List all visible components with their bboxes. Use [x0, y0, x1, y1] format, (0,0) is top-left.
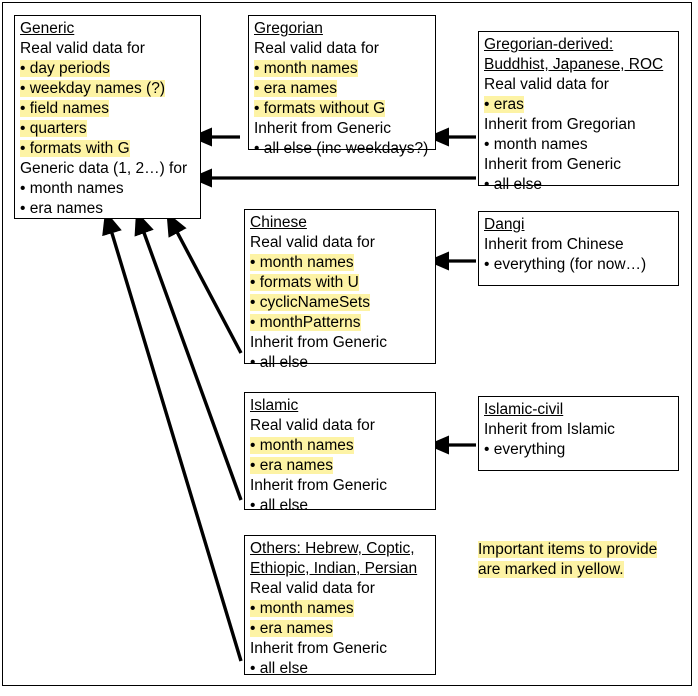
- box-islamic-civil[interactable]: Islamic-civil Inherit from Islamic • eve…: [478, 396, 679, 471]
- box-others[interactable]: Others: Hebrew, Coptic, Ethiopic, Indian…: [244, 535, 436, 677]
- legend-line-1: Important items to provide: [478, 541, 658, 558]
- box-generic-line-0: Real valid data for: [20, 40, 145, 57]
- box-islamic-civil-title: Islamic-civil: [484, 401, 564, 418]
- box-gregorian-title: Gregorian: [254, 20, 323, 37]
- box-islamic-line-4: • all else: [250, 497, 308, 514]
- box-gregorian-derived-title2: Buddhist, Japanese, ROC: [484, 56, 664, 73]
- box-gregorian-derived-line-0: Real valid data for: [484, 76, 609, 93]
- box-islamic-civil-line-0: Inherit from Islamic: [484, 421, 615, 438]
- box-dangi-title: Dangi: [484, 216, 525, 233]
- outer-frame: [2, 2, 692, 686]
- legend-note: Important items to provide are marked in…: [478, 540, 658, 580]
- box-islamic-line-2: • era names: [250, 457, 333, 474]
- box-gregorian-line-4: Inherit from Generic: [254, 120, 391, 137]
- box-generic-line-3: • field names: [20, 100, 109, 117]
- box-gregorian-line-2: • era names: [254, 80, 337, 97]
- box-others-line-1: • month names: [250, 600, 354, 617]
- box-gregorian-line-5: • all else (inc weekdays?): [254, 140, 429, 157]
- box-generic-line-8: • era names: [20, 200, 103, 217]
- box-gregorian-derived-line-5: • all else: [484, 176, 542, 193]
- box-chinese-line-0: Real valid data for: [250, 234, 375, 251]
- box-generic-line-2: • weekday names (?): [20, 80, 165, 97]
- box-gregorian-line-3: • formats without G: [254, 100, 386, 117]
- box-islamic-line-1: • month names: [250, 437, 354, 454]
- box-dangi[interactable]: Dangi Inherit from Chinese • everything …: [478, 211, 679, 286]
- box-dangi-line-0: Inherit from Chinese: [484, 236, 624, 253]
- box-chinese-line-6: • all else: [250, 354, 308, 371]
- box-others-line-2: • era names: [250, 620, 333, 637]
- box-others-line-4: • all else: [250, 660, 308, 677]
- box-generic-line-7: • month names: [20, 180, 124, 197]
- box-islamic-title: Islamic: [250, 397, 299, 414]
- box-gregorian-derived-line-3: • month names: [484, 136, 588, 153]
- box-gregorian-derived[interactable]: Gregorian-derived: Buddhist, Japanese, R…: [478, 31, 679, 193]
- box-others-line-3: Inherit from Generic: [250, 640, 387, 657]
- box-chinese-line-2: • formats with U: [250, 274, 359, 291]
- box-generic[interactable]: Generic Real valid data for • day period…: [14, 15, 201, 219]
- legend-line-2: are marked in yellow.: [478, 561, 624, 578]
- box-generic-line-1: • day periods: [20, 60, 110, 77]
- box-generic-title: Generic: [20, 20, 75, 37]
- box-gregorian-derived-line-4: Inherit from Generic: [484, 156, 621, 173]
- box-chinese-line-5: Inherit from Generic: [250, 334, 387, 351]
- box-gregorian-line-1: • month names: [254, 60, 358, 77]
- box-generic-line-5: • formats with G: [20, 140, 130, 157]
- box-gregorian-derived-line-2: Inherit from Gregorian: [484, 116, 636, 133]
- box-chinese-line-4: • monthPatterns: [250, 314, 361, 331]
- box-generic-line-6: Generic data (1, 2…) for: [20, 160, 188, 177]
- box-chinese[interactable]: Chinese Real valid data for • month name…: [244, 209, 436, 371]
- box-gregorian[interactable]: Gregorian Real valid data for • month na…: [248, 15, 436, 157]
- box-dangi-line-1: • everything (for now…): [484, 256, 647, 273]
- box-others-title2: Ethiopic, Indian, Persian: [250, 560, 418, 577]
- box-chinese-line-1: • month names: [250, 254, 354, 271]
- box-others-line-0: Real valid data for: [250, 580, 375, 597]
- box-gregorian-line-0: Real valid data for: [254, 40, 379, 57]
- box-islamic[interactable]: Islamic Real valid data for • month name…: [244, 392, 436, 514]
- box-islamic-civil-line-1: • everything: [484, 441, 566, 458]
- box-gregorian-derived-title: Gregorian-derived:: [484, 36, 614, 53]
- box-others-title: Others: Hebrew, Coptic,: [250, 540, 415, 557]
- box-islamic-line-3: Inherit from Generic: [250, 477, 387, 494]
- box-islamic-line-0: Real valid data for: [250, 417, 375, 434]
- box-generic-line-4: • quarters: [20, 120, 87, 137]
- box-chinese-line-3: • cyclicNameSets: [250, 294, 370, 311]
- box-chinese-title: Chinese: [250, 214, 307, 231]
- box-gregorian-derived-line-1: • eras: [484, 96, 524, 113]
